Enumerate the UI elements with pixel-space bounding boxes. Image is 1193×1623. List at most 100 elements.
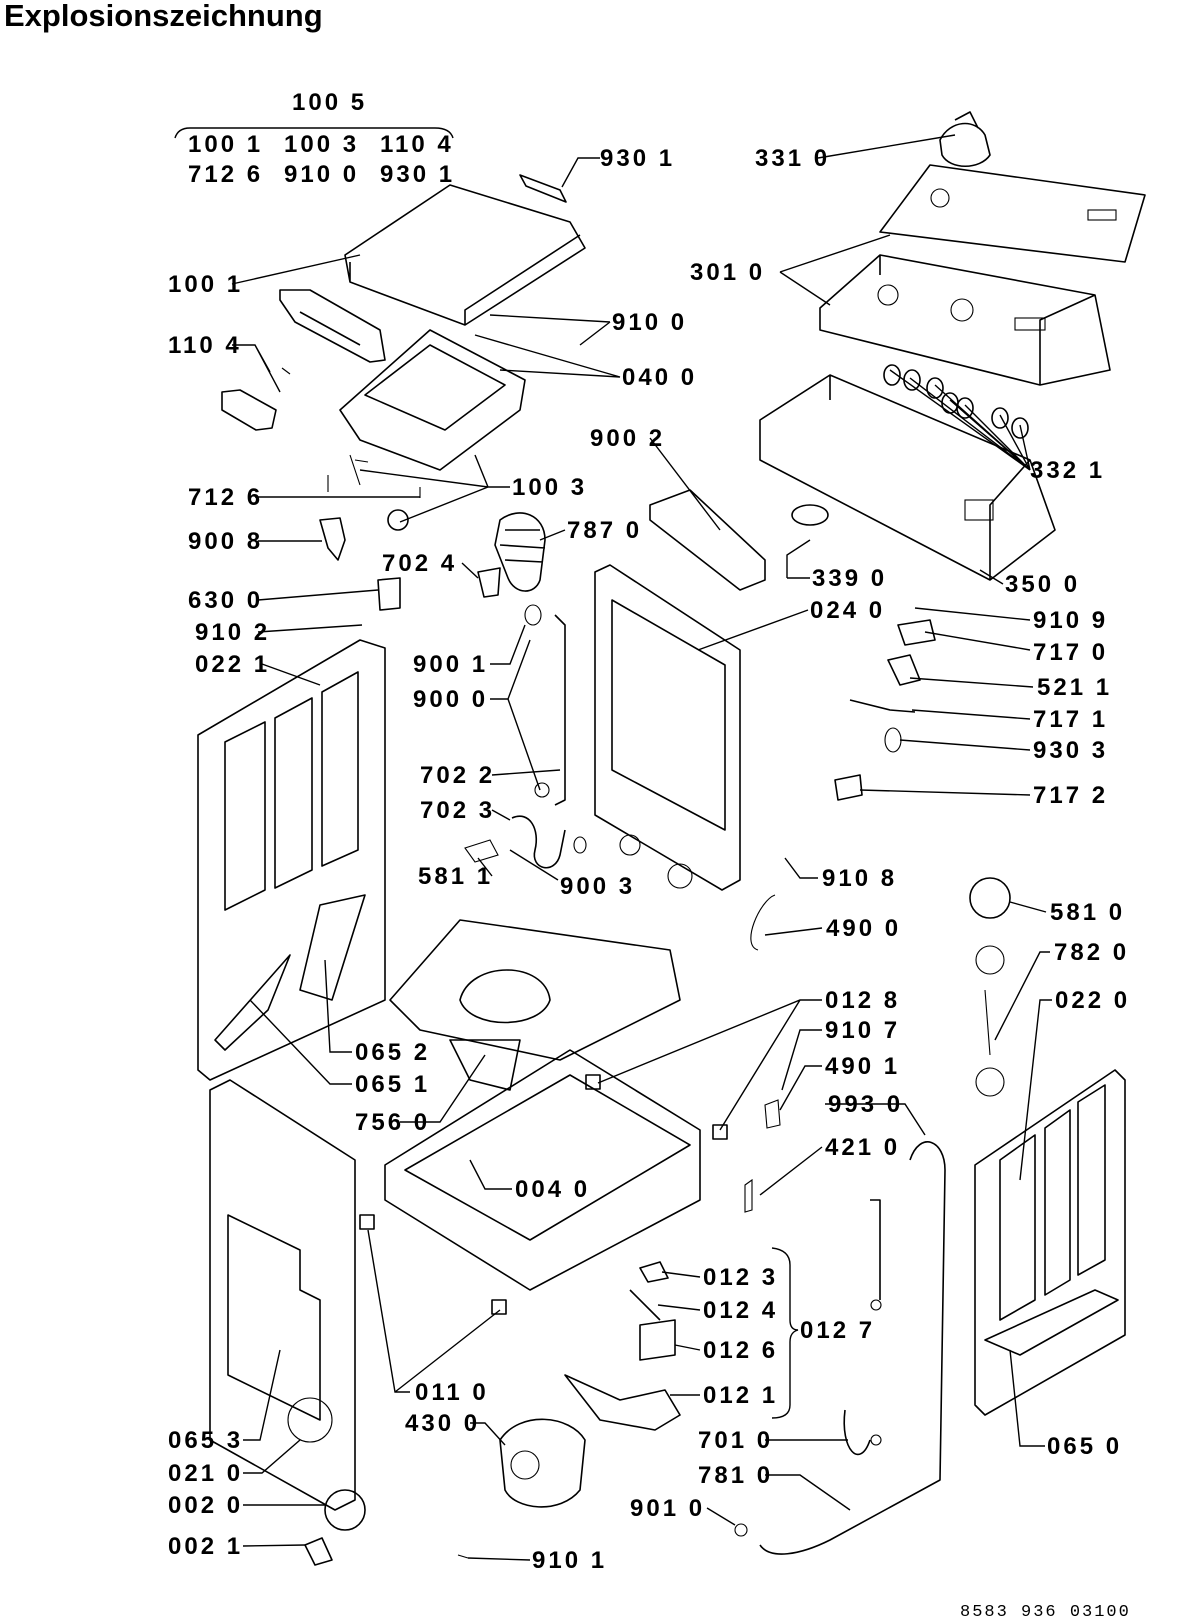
callout-782-0: 782 0 [1054, 939, 1129, 966]
callout-339-0: 339 0 [812, 565, 887, 592]
callout-110-4: 110 4 [168, 332, 242, 359]
callout-702-2: 702 2 [420, 762, 495, 789]
fitting-part [477, 567, 501, 598]
group-header-row1-3: 110 4 [380, 131, 454, 158]
callout-756-0: 756 0 [355, 1109, 430, 1136]
callout-012-4: 012 4 [703, 1297, 778, 1324]
callout-012-1: 012 1 [703, 1382, 778, 1409]
leader-lines [174, 127, 1052, 1561]
callout-430-0: 430 0 [405, 1410, 480, 1437]
bellows-part [494, 512, 546, 592]
lid-frame-part [339, 329, 526, 471]
callout-012-6: 012 6 [703, 1337, 778, 1364]
lid-part [344, 184, 586, 326]
group-header-row2-3: 930 1 [380, 161, 455, 188]
group-header-row2-1: 712 6 [188, 161, 263, 188]
callout-900-3: 900 3 [560, 873, 635, 900]
panel-foil-part [879, 164, 1146, 263]
callout-581-1: 581 1 [418, 863, 493, 890]
callout-900-2: 900 2 [590, 425, 665, 452]
callout-labels: 100 5 100 1 100 3 110 4 712 6 910 0 930 … [168, 89, 1131, 1622]
callout-900-8: 900 8 [188, 528, 263, 555]
clamp-part [304, 1537, 333, 1566]
callout-331-0: 331 0 [755, 145, 830, 172]
knob-part [939, 111, 991, 167]
callout-910-7: 910 7 [825, 1017, 900, 1044]
handle-clip-part [221, 389, 277, 431]
pump-part [499, 1418, 586, 1508]
callout-701-0: 701 0 [698, 1427, 773, 1454]
callout-930-3: 930 3 [1033, 737, 1108, 764]
callout-065-0: 065 0 [1047, 1433, 1122, 1460]
front-panel-part [209, 1079, 356, 1511]
group-header-row2-2: 910 0 [284, 161, 359, 188]
callout-581-0: 581 0 [1050, 899, 1125, 926]
callout-712-6: 712 6 [188, 484, 263, 511]
callout-702-4: 702 4 [382, 550, 457, 577]
callout-011-0: 011 0 [415, 1379, 489, 1406]
parts-drawing [197, 111, 1146, 1566]
callout-930-1: 930 1 [600, 145, 675, 172]
callout-004-0: 004 0 [515, 1176, 590, 1203]
callout-900-0: 900 0 [413, 686, 488, 713]
hose-part [554, 614, 566, 806]
callout-040-0: 040 0 [622, 364, 697, 391]
base-frame-part [384, 1049, 701, 1291]
electronics-module-part [759, 374, 1056, 581]
callout-012-3: 012 3 [703, 1264, 778, 1291]
callout-910-8: 910 8 [822, 865, 897, 892]
foot-part [359, 1214, 507, 1315]
insert-left-part [214, 894, 366, 1051]
page-title: Explosionszeichnung [4, 0, 323, 33]
group-header-top: 100 5 [292, 89, 367, 116]
round-cover-part [324, 1489, 366, 1531]
callout-065-2: 065 2 [355, 1039, 430, 1066]
callout-910-9: 910 9 [1033, 607, 1108, 634]
callout-910-0: 910 0 [612, 309, 687, 336]
callout-717-2: 717 2 [1033, 782, 1108, 809]
lid-handle-part [279, 289, 386, 363]
callout-702-3: 702 3 [420, 797, 495, 824]
callout-910-1: 910 1 [532, 1547, 607, 1574]
tub-base-part [389, 919, 681, 1061]
callout-490-1: 490 1 [825, 1053, 900, 1080]
tube-part [511, 815, 566, 869]
callout-065-1: 065 1 [355, 1071, 430, 1098]
control-panel-part [819, 254, 1111, 386]
callout-100-3: 100 3 [512, 474, 587, 501]
callout-717-0: 717 0 [1033, 639, 1108, 666]
strip-part [519, 174, 567, 203]
callout-781-0: 781 0 [698, 1462, 773, 1489]
callout-021-0: 021 0 [168, 1460, 243, 1487]
back-panel-part [594, 564, 741, 891]
callout-993-0: 993 0 [828, 1091, 903, 1118]
callout-910-2: 910 2 [195, 619, 270, 646]
callout-350-0: 350 0 [1005, 571, 1080, 598]
spring-part [387, 509, 409, 531]
callout-630-0: 630 0 [188, 587, 263, 614]
document-number: 8583 936 03100 [960, 1603, 1131, 1622]
insert-right-part [984, 1289, 1119, 1356]
hook-part [897, 619, 936, 646]
side-panel-right-part [974, 1069, 1126, 1416]
callout-717-1: 717 1 [1033, 706, 1108, 733]
callout-022-0: 022 0 [1055, 987, 1130, 1014]
callout-421-0: 421 0 [825, 1134, 900, 1161]
callout-332-1: 332 1 [1030, 457, 1105, 484]
pump-parts-part [564, 1261, 681, 1431]
callout-900-1: 900 1 [413, 651, 488, 678]
callout-490-0: 490 0 [826, 915, 901, 942]
block-part [377, 577, 401, 611]
callout-024-0: 024 0 [810, 597, 885, 624]
side-panel-left-part [197, 639, 386, 1081]
drain-hose-part [759, 1141, 946, 1555]
bracket-part [649, 489, 766, 591]
callout-901-0: 901 0 [630, 1495, 705, 1522]
callout-301-0: 301 0 [690, 259, 765, 286]
callout-100-1: 100 1 [168, 271, 243, 298]
callout-022-1: 022 1 [195, 651, 270, 678]
callout-012-7: 012 7 [800, 1317, 875, 1344]
callout-002-0: 002 0 [168, 1492, 243, 1519]
callout-787-0: 787 0 [567, 517, 642, 544]
